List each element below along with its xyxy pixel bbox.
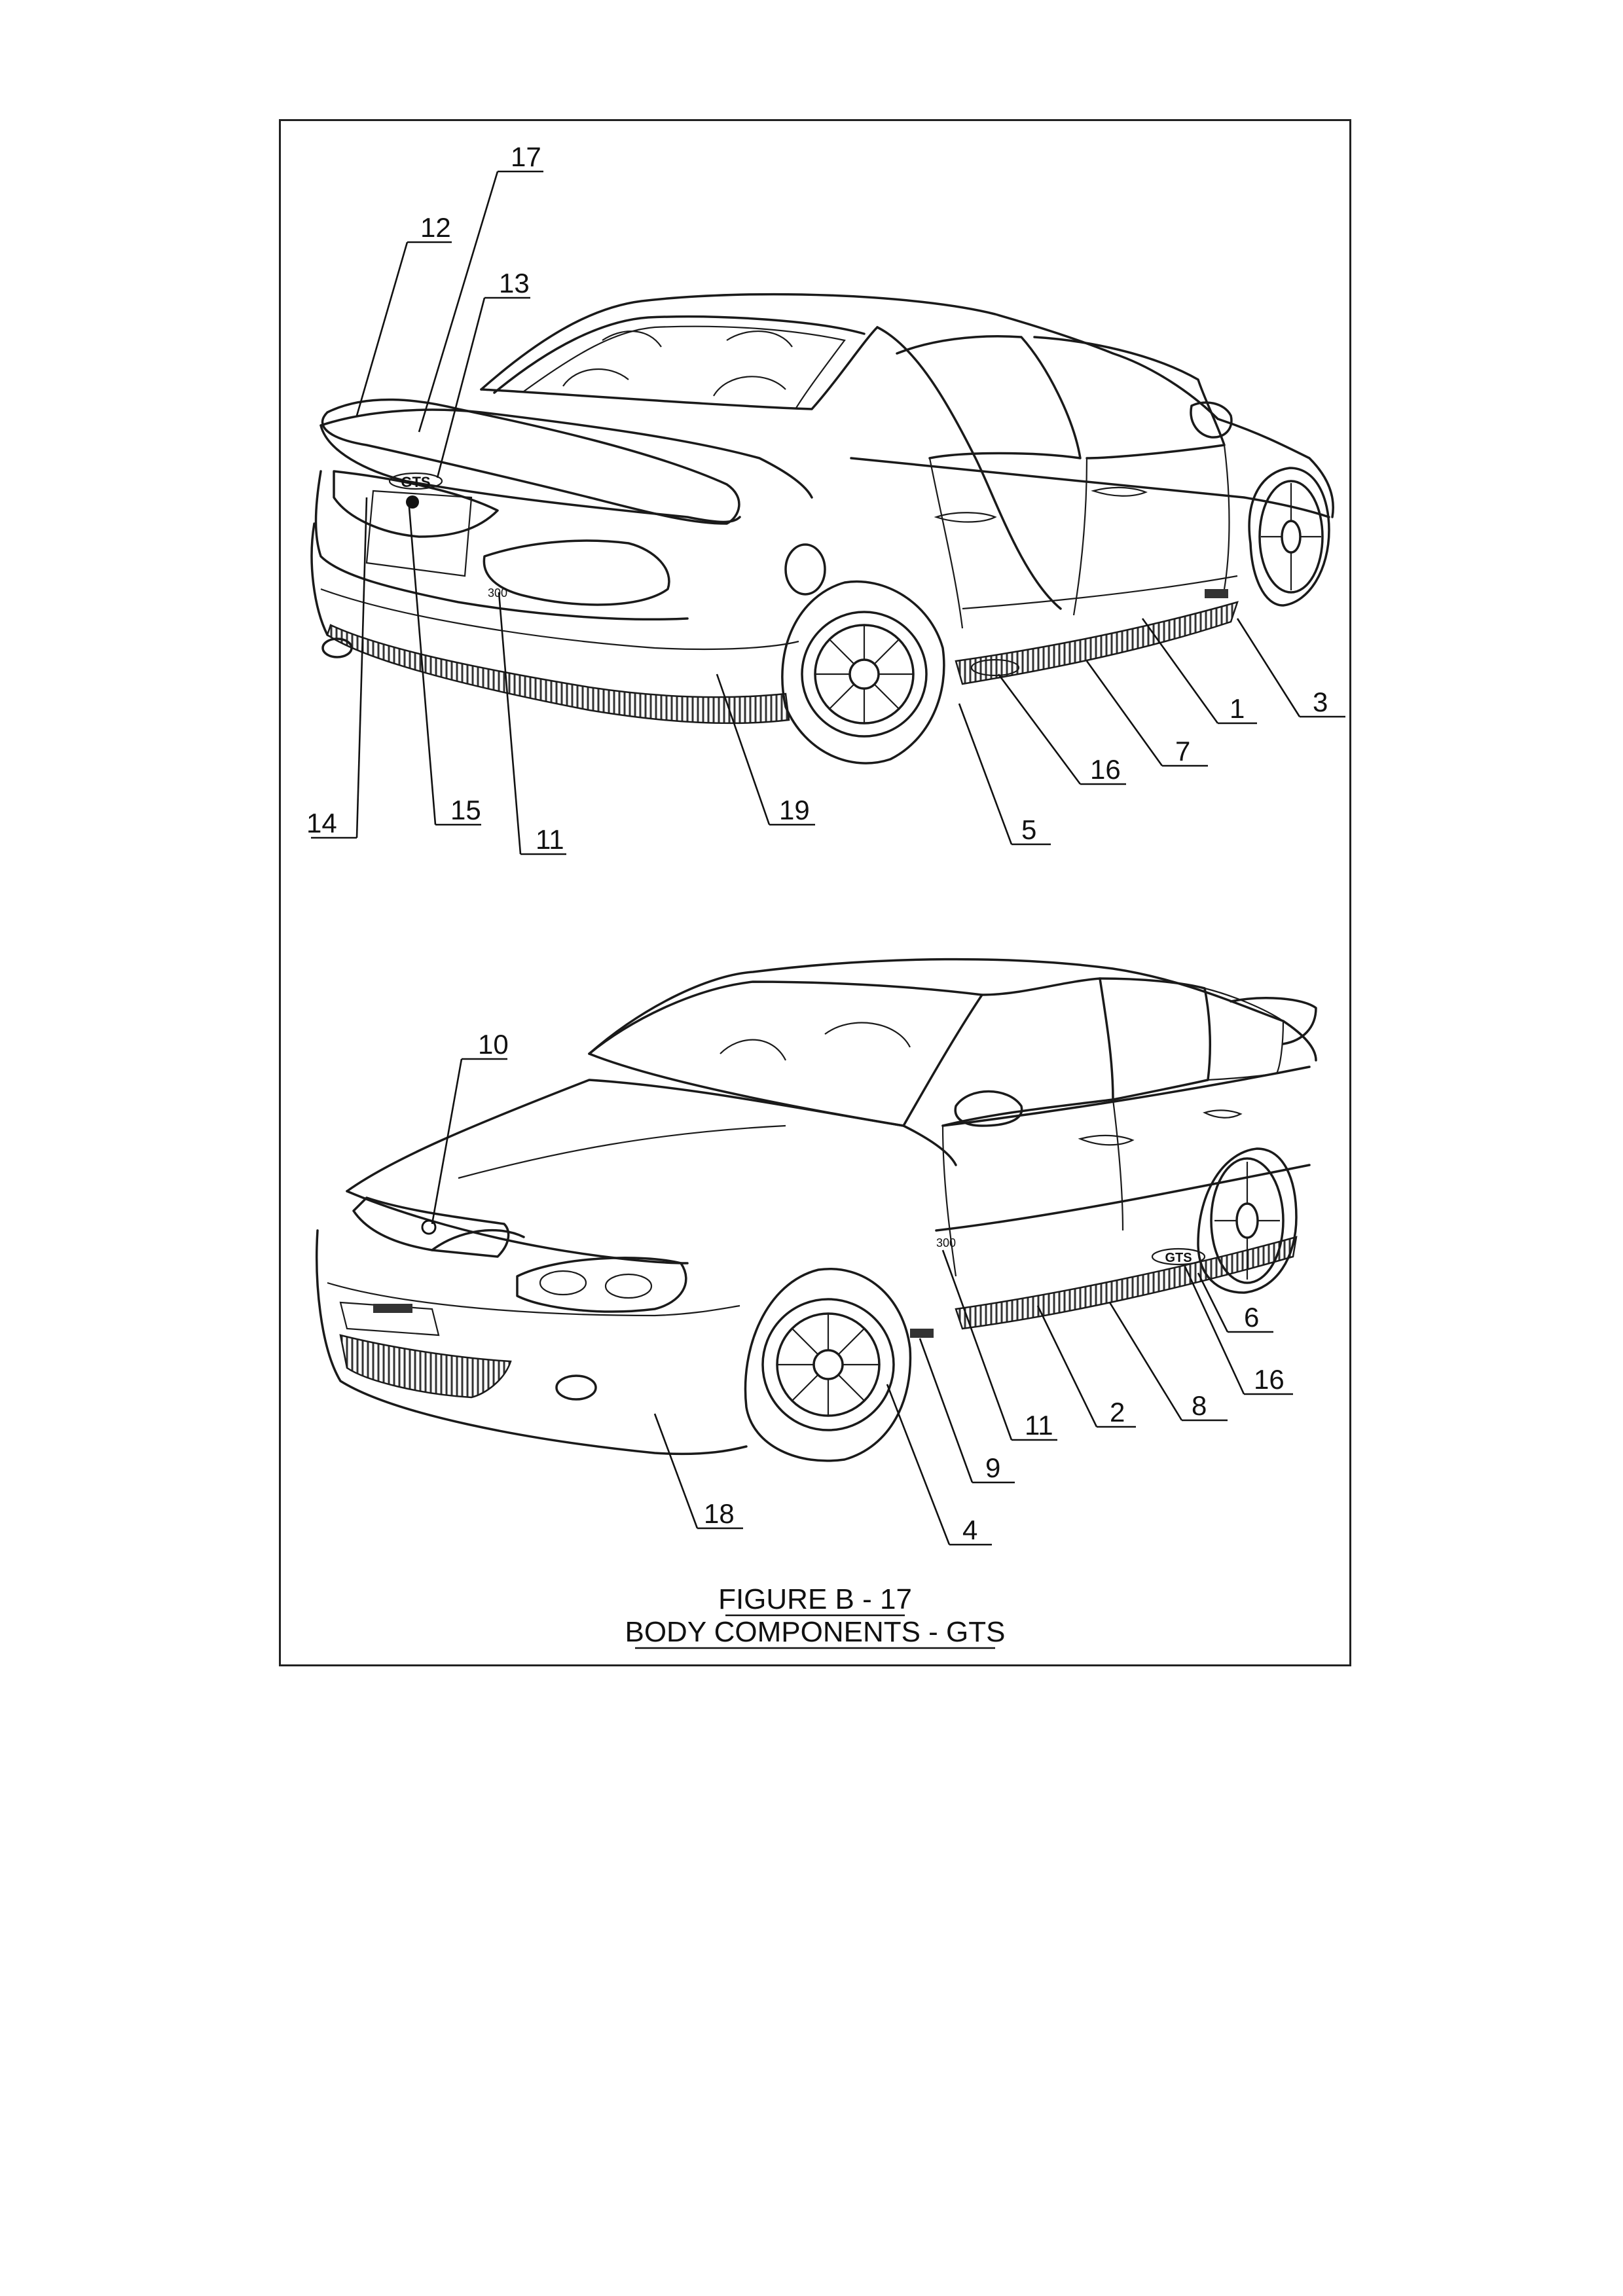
callout-13: 13 — [499, 268, 530, 298]
front-fender-300-badge: 300 — [936, 1236, 956, 1249]
callout-15: 15 — [450, 795, 481, 825]
callout-3: 3 — [1313, 687, 1328, 717]
callout-11-front: 11 — [1025, 1410, 1053, 1441]
callout-17-rear: 17 — [511, 141, 541, 172]
callout-5: 5 — [1021, 814, 1036, 845]
figure-caption-title: FIGURE B - 17 — [718, 1583, 912, 1615]
rear-boot-gts-badge: GTS — [401, 474, 430, 490]
callout-16-rear: 16 — [1090, 754, 1121, 785]
callout-12: 12 — [420, 212, 451, 243]
callout-18: 18 — [704, 1498, 735, 1529]
rear-three-quarter-car-illustration: GTS 300 — [312, 295, 1333, 763]
callout-10: 10 — [478, 1029, 509, 1060]
front-side-indicator-icon — [910, 1329, 934, 1338]
callout-8: 8 — [1192, 1390, 1207, 1421]
rear-300-badge: 300 — [488, 586, 507, 600]
side-indicator-icon — [1205, 589, 1228, 598]
callout-11-rear: 11 — [536, 824, 564, 855]
callout-4: 4 — [962, 1515, 977, 1545]
callout-1: 1 — [1230, 693, 1245, 724]
side-gts-badge: GTS — [1165, 1251, 1192, 1265]
front-view-leaders — [432, 1059, 1293, 1545]
callout-9: 9 — [985, 1452, 1000, 1483]
callout-2: 2 — [1110, 1397, 1125, 1427]
callout-16-front: 16 — [1254, 1364, 1285, 1395]
callout-19: 19 — [779, 795, 810, 825]
rear-lion-emblem-icon — [406, 495, 419, 509]
figure-caption-subtitle: BODY COMPONENTS - GTS — [625, 1616, 1005, 1648]
front-plate-badge-icon — [373, 1304, 412, 1313]
callout-6: 6 — [1244, 1302, 1259, 1333]
bonnet-lion-emblem-icon — [422, 1221, 435, 1234]
callout-14: 14 — [306, 808, 337, 838]
front-three-quarter-car-illustration: 300 GTS — [317, 960, 1316, 1461]
callout-7: 7 — [1175, 736, 1190, 766]
